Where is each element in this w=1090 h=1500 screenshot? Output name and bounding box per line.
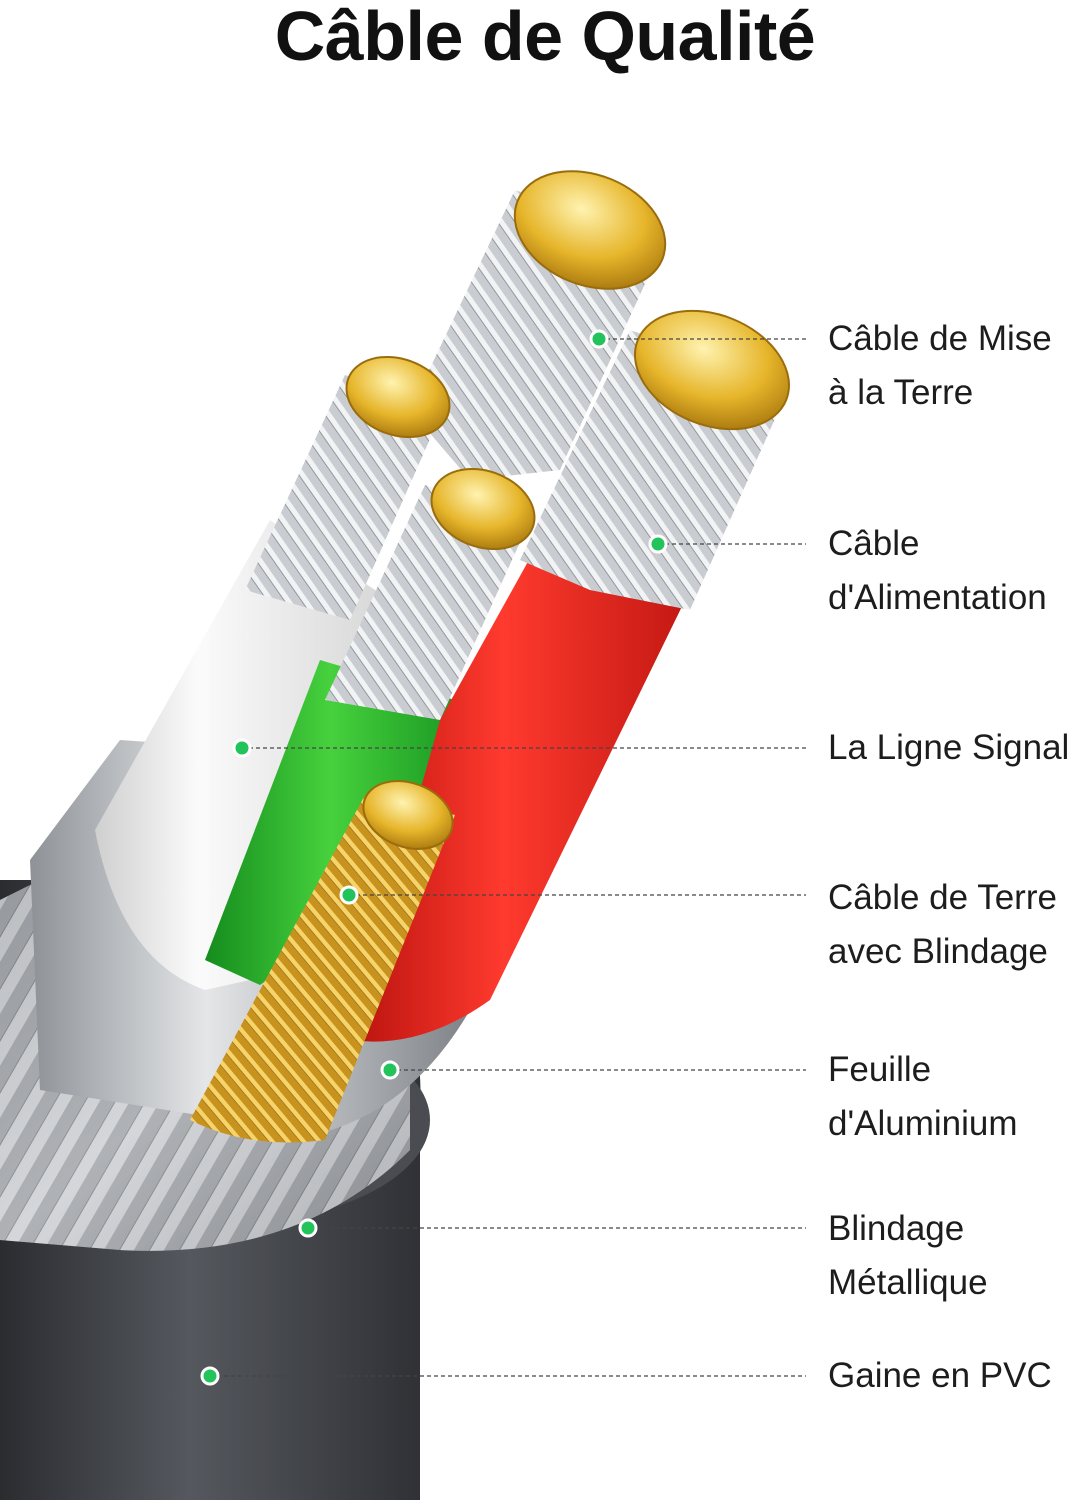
label-line: Câble de Mise: [828, 319, 1052, 358]
label-ligne-signal: La Ligne Signal: [828, 721, 1090, 775]
strand-end-green: [430, 467, 536, 551]
label-line: Gaine en PVC: [828, 1356, 1052, 1395]
label-line: à la Terre: [828, 373, 974, 412]
strand-end-power: [634, 309, 790, 431]
strand-end-ground: [513, 170, 667, 290]
label-aluminium: Feuille d'Aluminium: [828, 1043, 1090, 1151]
label-blindage-metallique: Blindage Métallique: [828, 1202, 1090, 1310]
copper-drain-wire: [190, 795, 455, 1143]
label-line: Câble de Terre: [828, 878, 1057, 917]
marker-dot-alimentation: [648, 534, 668, 554]
marker-dot-gaine-pvc: [200, 1366, 220, 1386]
label-line: d'Alimentation: [828, 578, 1047, 617]
label-line: Câble: [828, 524, 920, 563]
marker-dot-mise-terre: [589, 329, 609, 349]
marker-dot-blindage-metallique: [298, 1218, 318, 1238]
strand-end-drain: [362, 780, 454, 850]
label-line: Feuille: [828, 1050, 932, 1089]
marker-dot-aluminium: [380, 1060, 400, 1080]
red-insulated-core: [350, 540, 690, 1042]
label-line: avec Blindage: [828, 932, 1048, 971]
label-line: Blindage: [828, 1209, 965, 1248]
green-insulated-core: [205, 660, 455, 985]
label-line: d'Aluminium: [828, 1104, 1018, 1143]
label-mise-terre: Câble de Mise à la Terre: [828, 312, 1090, 420]
label-alimentation: Câble d'Alimentation: [828, 517, 1090, 625]
label-line: Métallique: [828, 1263, 988, 1302]
label-gaine-pvc: Gaine en PVC: [828, 1349, 1090, 1403]
marker-dot-terre-blindage: [339, 885, 359, 905]
label-terre-blindage: Câble de Terre avec Blindage: [828, 871, 1090, 979]
strand-end-white: [345, 355, 451, 439]
marker-dot-ligne-signal: [232, 738, 252, 758]
label-line: La Ligne Signal: [828, 728, 1070, 767]
page-title: Câble de Qualité: [274, 0, 816, 75]
